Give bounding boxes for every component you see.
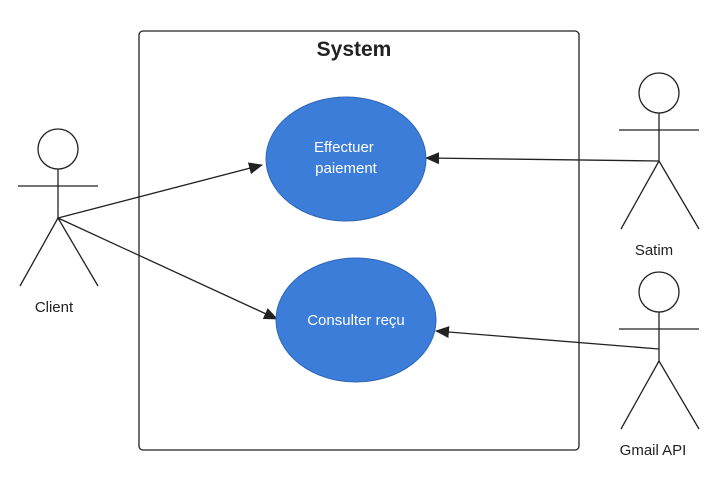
system-boundary	[138, 30, 580, 451]
actor-satim[interactable]: Satim	[619, 72, 700, 259]
svg-text:Effectuer paiement: Effectuer paiement	[314, 139, 378, 177]
stick-figure-icon	[619, 271, 700, 430]
use-case-consulter-recu[interactable]: Consulter reçu	[275, 257, 437, 383]
system-title: System	[317, 38, 392, 61]
use-case-label-line-2: paiement	[315, 160, 378, 177]
actor-label: Satim	[635, 242, 673, 259]
association-satim-effectuer-paiement	[425, 152, 660, 165]
actor-gmail-api[interactable]: Gmail API	[619, 271, 700, 459]
association-gmail-consulter-recu	[435, 326, 660, 350]
actor-client[interactable]: Client	[18, 128, 99, 316]
actor-label: Client	[35, 299, 74, 316]
association-client-consulter-recu	[57, 217, 278, 320]
use-case-label-line-1: Effectuer	[314, 139, 374, 156]
actor-label: Gmail API	[620, 442, 687, 459]
use-case-effectuer-paiement[interactable]: Effectuer paiement	[265, 96, 427, 222]
association-client-effectuer-paiement	[57, 162, 263, 219]
stick-figure-icon	[619, 72, 700, 230]
use-case-label: Consulter reçu	[307, 312, 405, 329]
stick-figure-icon	[18, 128, 99, 287]
